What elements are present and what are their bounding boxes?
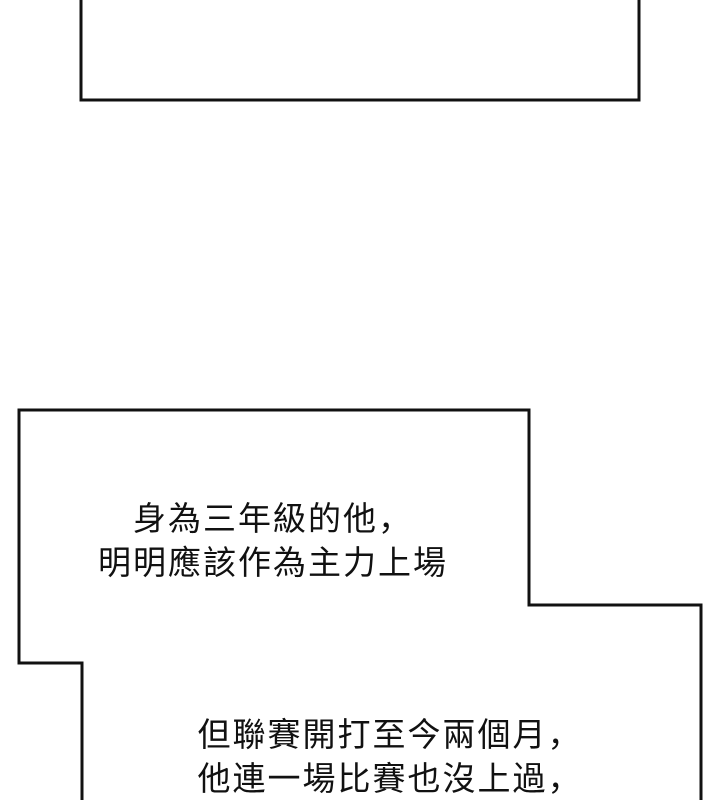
caption-line: 但聯賽開打至今兩個月， xyxy=(197,715,583,754)
caption-block-2: 但聯賽開打至今兩個月， 他連一場比賽也沒上過， xyxy=(180,713,600,801)
caption-line: 他連一場比賽也沒上過， xyxy=(197,759,583,798)
caption-line: 明明應該作為主力上場 xyxy=(98,543,448,582)
caption-block-1: 身為三年級的他， 明明應該作為主力上場 xyxy=(73,497,473,585)
caption-line: 身為三年級的他， xyxy=(133,499,413,538)
top-panel xyxy=(79,0,641,102)
caption-panel xyxy=(17,408,703,800)
